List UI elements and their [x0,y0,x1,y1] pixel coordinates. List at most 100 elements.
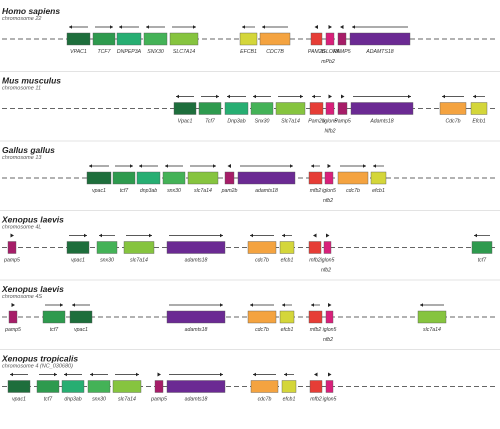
gene-box [325,32,335,46]
gene-label: Adamts18 [369,119,393,125]
direction-arrow-icon [89,164,109,168]
gene-label: slc7a14 [194,188,212,194]
direction-arrow-icon [328,372,332,377]
gene-label: mfb2 [310,327,322,333]
gene-label: Slc7a14 [281,119,300,125]
direction-arrow-icon [190,164,216,168]
gene-box [112,380,142,393]
gene-box [247,310,277,324]
gene-label: adamts18 [185,258,208,264]
gene-label: iglon5 [321,258,335,264]
direction-arrow-icon [253,372,276,377]
gene-label-secondary: nfb2 [323,198,333,204]
chromosome-label: chromosome 11 [2,86,41,92]
gene-label: adamts18 [185,327,208,333]
gene-box [310,32,323,46]
direction-arrow-icon [64,372,82,377]
direction-arrow-icon [311,164,320,168]
gene-box [187,171,219,185]
direction-arrow-icon [284,372,294,377]
gene-label: efcb1 [283,397,296,403]
direction-arrow-icon [227,94,246,99]
gene-label: ADAMTS18 [365,49,394,55]
direction-arrow-icon [169,233,223,238]
gene-label: slc7a14 [130,258,148,264]
gene-box [250,380,279,393]
gene-box [337,171,369,185]
direction-arrow-icon [352,25,408,29]
direction-arrow-icon [169,372,223,377]
direction-arrow-icon [311,303,320,307]
direction-arrow-icon [146,25,165,29]
gene-label: Cdc7b [446,119,461,125]
gene-box [324,171,334,185]
gene-label: Pam2b [308,119,325,125]
gene-box [308,171,323,185]
gene-label: SLC7A14 [173,49,195,55]
direction-arrow-icon [165,164,183,168]
direction-arrow-icon [240,164,293,168]
gene-box [250,102,274,115]
gene-label: iglon5 [323,327,337,333]
gene-label: tcf7 [120,188,129,194]
gene-label-secondary: Nfb2 [325,129,336,135]
gene-box [279,310,295,324]
direction-arrow-icon [262,25,288,29]
gene-label: cdc7b [346,188,360,194]
gene-label: TCF7 [98,49,112,55]
gene-label: SNX30 [147,49,164,55]
gene-box [439,102,467,115]
gene-label: vpac1 [12,397,26,403]
gene-label: dnp3ab [140,188,157,194]
gene-label: Snx30 [255,119,270,125]
gene-box [36,380,60,393]
chromosome-label: chromosome 4S [2,294,42,300]
gene-box [7,241,17,254]
gene-label: snx30 [92,397,106,403]
direction-arrow-icon [126,233,152,238]
direction-arrow-icon [10,372,28,377]
gene-label: vpac1 [71,258,85,264]
gene-label: IGLON5 [320,49,339,55]
gene-box [309,102,324,115]
gene-box [337,32,347,46]
direction-arrow-icon [282,233,292,238]
direction-arrow-icon [90,372,108,377]
direction-arrow-icon [253,94,271,99]
gene-label: mfb2 [310,397,322,403]
gene-box [173,102,197,115]
gene-label: iglon5 [323,397,337,403]
gene-label: Efcb1 [472,119,485,125]
gene-box [349,32,411,46]
direction-arrow-icon [169,303,223,307]
gene-label-secondary: mPb2 [321,59,335,65]
gene-box [42,310,66,324]
gene-label: slc7a14 [423,327,441,333]
species-name: Gallus gallus [2,145,55,155]
gene-label: adamts18 [185,397,208,403]
direction-arrow-icon [119,25,139,29]
gene-box [259,32,291,46]
gene-label: EFCB1 [240,49,257,55]
gene-label: mfb2 [310,188,322,194]
species-name: Xenopus laevis [1,215,64,225]
gene-label: iglon5 [322,188,336,194]
gene-box [143,32,168,46]
gene-label-secondary: nfb2 [321,268,331,274]
gene-box [471,241,493,254]
gene-box [275,102,306,115]
gene-label: mfb2 [309,258,321,264]
gene-box [112,171,136,185]
direction-arrow-icon [95,25,113,29]
gene-box [470,102,488,115]
gene-label: PAMP5 [333,49,350,55]
direction-arrow-icon [250,303,274,307]
gene-label: Tcf7 [205,119,216,125]
gene-box [308,310,323,324]
